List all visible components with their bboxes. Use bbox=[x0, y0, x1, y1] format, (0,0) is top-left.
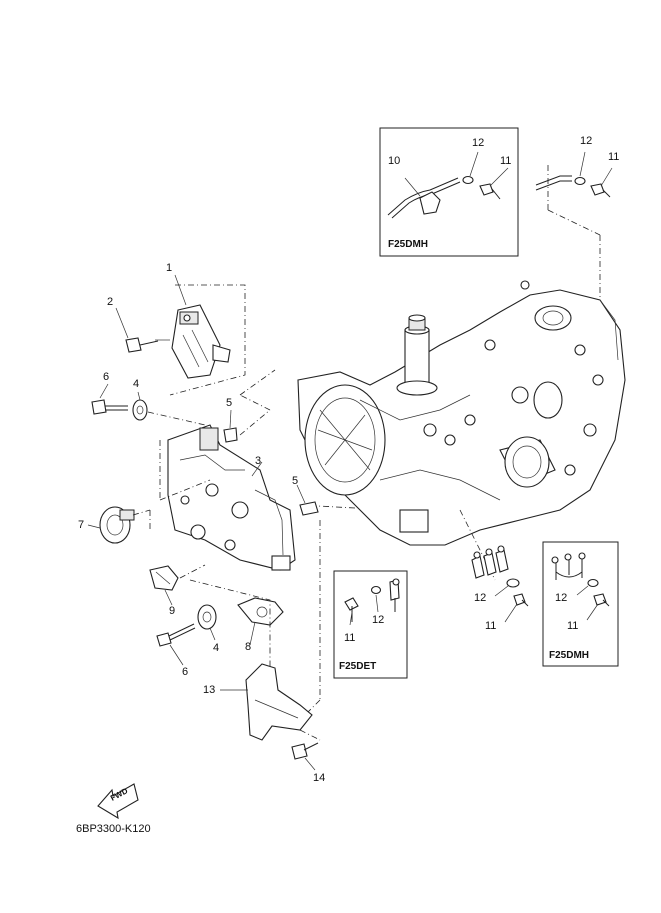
callout-11-engine: 11 bbox=[485, 620, 497, 632]
callout-1: 1 bbox=[166, 262, 173, 274]
callout-10: 10 bbox=[388, 155, 401, 167]
engine-block bbox=[297, 280, 626, 716]
callout-5-lower: 5 bbox=[292, 475, 299, 487]
variant-box-f25det bbox=[333, 570, 408, 679]
callout-2: 2 bbox=[107, 296, 114, 308]
variant-box-f25dmh-top bbox=[379, 127, 519, 257]
callout-12-f25det: 12 bbox=[372, 614, 385, 626]
callout-11-top-box: 11 bbox=[500, 155, 512, 167]
callout-11-f25det: 11 bbox=[344, 632, 356, 644]
ignition-coil-part bbox=[155, 274, 246, 396]
clip-part-8 bbox=[237, 597, 284, 646]
callout-4-upper: 4 bbox=[133, 378, 140, 390]
electrical-bracket-part-3 bbox=[159, 424, 296, 571]
callout-11-right-box: 11 bbox=[567, 620, 579, 632]
bolt-grommet-lower bbox=[156, 604, 217, 666]
pin-part-5-upper bbox=[223, 369, 276, 443]
callout-6-lower: 6 bbox=[182, 666, 189, 678]
callout-8: 8 bbox=[245, 641, 252, 653]
callout-4-lower: 4 bbox=[213, 642, 220, 654]
connector-part-9 bbox=[149, 564, 206, 606]
document-code: 6BP3300-K120 bbox=[76, 823, 151, 835]
callout-11-top-right: 11 bbox=[608, 151, 620, 163]
callout-3: 3 bbox=[255, 455, 262, 467]
variant-label-f25dmh-right: F25DMH bbox=[549, 650, 590, 661]
callout-12-top-right: 12 bbox=[580, 135, 593, 147]
bolt-part-14 bbox=[291, 729, 321, 771]
callout-13: 13 bbox=[203, 684, 216, 696]
variant-label-f25det: F25DET bbox=[339, 661, 377, 672]
callout-7: 7 bbox=[78, 519, 85, 531]
bolt-grommet-upper bbox=[91, 383, 206, 426]
callout-9: 9 bbox=[169, 605, 176, 617]
fwd-arrow-icon bbox=[97, 783, 139, 820]
variant-label-f25dmh-top: F25DMH bbox=[388, 239, 429, 250]
screw-part-2 bbox=[115, 307, 159, 353]
callout-12-right-box: 12 bbox=[555, 592, 568, 604]
variant-box-f25dmh-right bbox=[542, 541, 619, 667]
callout-6-upper: 6 bbox=[103, 371, 110, 383]
terminal-cluster bbox=[471, 545, 529, 623]
pin-part-5-lower bbox=[296, 484, 319, 516]
callout-5-upper: 5 bbox=[226, 397, 233, 409]
cover-bracket-part-13 bbox=[189, 579, 313, 741]
clamp-part-7 bbox=[87, 506, 151, 544]
callout-12-engine: 12 bbox=[474, 592, 487, 604]
callout-14: 14 bbox=[313, 772, 326, 784]
callout-12-top-box: 12 bbox=[472, 137, 485, 149]
